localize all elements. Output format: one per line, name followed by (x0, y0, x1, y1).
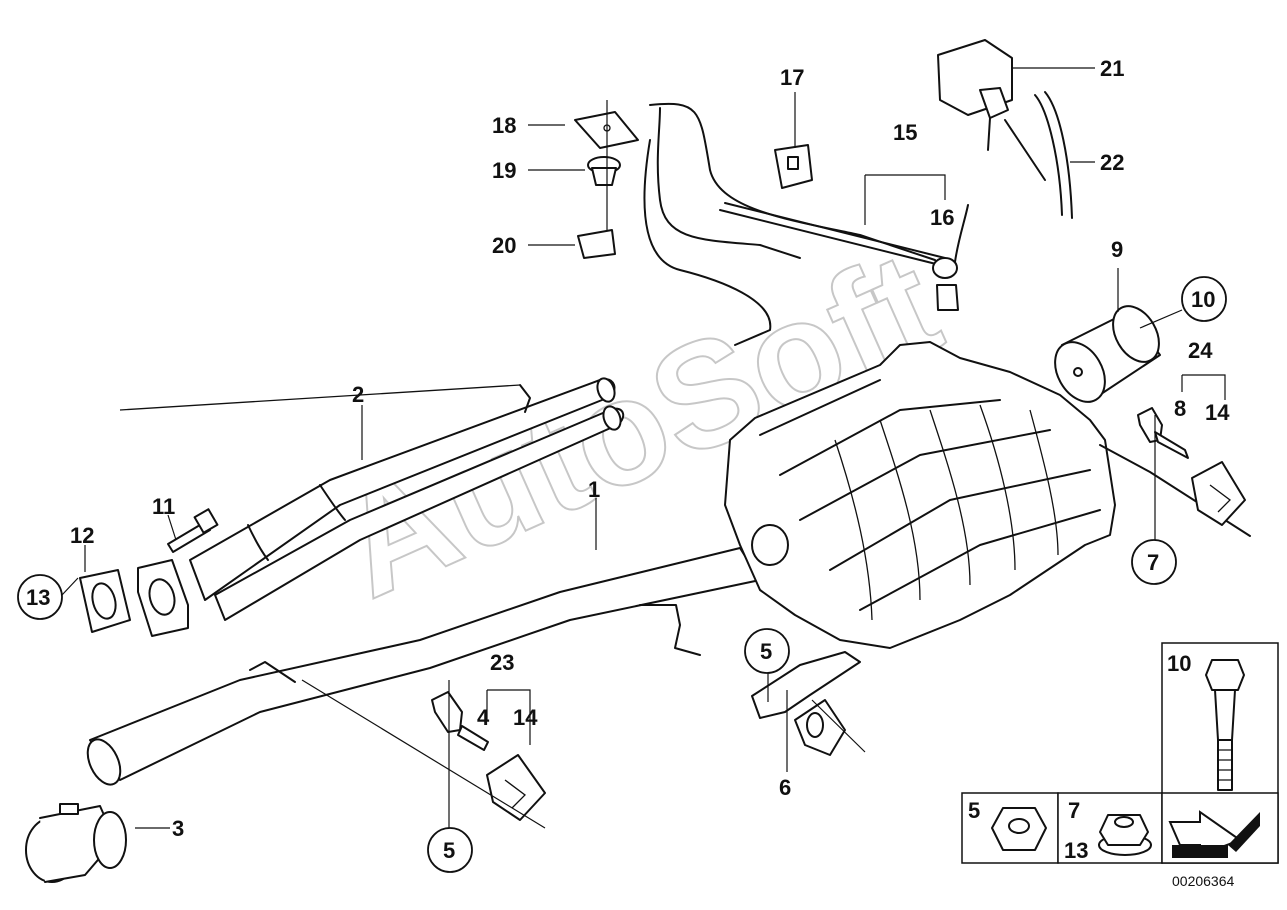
hex-bolt-icon (1205, 659, 1245, 791)
callout-14-lower: 14 (513, 705, 538, 730)
gasket-part-12[interactable] (79, 569, 131, 633)
legend-bolt-label: 10 (1167, 651, 1191, 676)
pipe-flange (137, 559, 189, 637)
rear-pipe-part-1[interactable] (81, 547, 761, 790)
callout-17: 17 (780, 65, 804, 90)
callout-20: 20 (492, 233, 516, 258)
callout-13: 13 (26, 585, 50, 610)
legend: 10 5 7 13 (961, 642, 1279, 864)
bracket-part-8[interactable] (1137, 407, 1189, 459)
direction-arrow-icon (1168, 810, 1260, 858)
callout-2: 2 (352, 382, 364, 407)
callouts: 2 1 11 12 13 3 23 4 14 5 5 6 9 10 24 8 1… (17, 56, 1230, 873)
hanger-part-6[interactable] (751, 651, 861, 756)
diagram-id: 00206364 (1172, 873, 1235, 889)
hex-nut-icon (991, 807, 1047, 851)
callout-18: 18 (492, 113, 516, 138)
hose-part-22[interactable] (1004, 91, 1073, 219)
clip-part-17[interactable] (774, 144, 813, 189)
clip-part-20[interactable] (577, 229, 616, 259)
callout-4: 4 (477, 705, 490, 730)
callout-5-upper-circle (744, 628, 790, 674)
leader-lines (61, 67, 1226, 835)
callout-23: 23 (490, 650, 514, 675)
callout-24: 24 (1188, 338, 1213, 363)
rear-muffler (724, 341, 1251, 649)
legend-flange-nut-label-top: 7 (1068, 798, 1080, 823)
callout-22: 22 (1100, 150, 1124, 175)
callout-5-upper: 5 (760, 639, 772, 664)
rubber-mount-part-9[interactable] (1045, 298, 1168, 411)
callout-14-upper: 14 (1205, 400, 1230, 425)
callout-10-circle (1181, 276, 1227, 322)
grommet-part-19[interactable] (587, 156, 621, 186)
callout-11: 11 (152, 494, 175, 519)
callout-19: 19 (492, 158, 516, 183)
callout-9: 9 (1111, 237, 1123, 262)
bracket-part-4[interactable] (431, 691, 489, 751)
callout-5-lower-circle (427, 827, 473, 873)
vent-line-part-15[interactable] (719, 202, 946, 266)
callout-13-circle (17, 574, 63, 620)
callout-12: 12 (70, 523, 94, 548)
callout-15: 15 (893, 120, 917, 145)
callout-5-lower: 5 (443, 838, 455, 863)
legend-flange-nut-label-bottom: 13 (1064, 838, 1088, 863)
callout-16: 16 (930, 205, 954, 230)
rubber-hanger-part-14-lower[interactable] (486, 754, 546, 821)
valve-part-21[interactable] (937, 39, 1013, 151)
clamp-part-3[interactable] (25, 803, 127, 883)
rubber-hanger-part-14-upper[interactable] (1191, 461, 1246, 526)
callout-8: 8 (1174, 396, 1186, 421)
callout-7: 7 (1147, 550, 1159, 575)
front-pipe-part-2[interactable] (119, 376, 625, 621)
grommet-part-16[interactable] (932, 204, 969, 311)
legend-nut-label: 5 (968, 798, 980, 823)
callout-10: 10 (1191, 287, 1215, 312)
flange-nut-icon (1098, 814, 1152, 856)
callout-21: 21 (1100, 56, 1124, 81)
callout-6: 6 (779, 775, 791, 800)
callout-1: 1 (588, 477, 600, 502)
callout-7-circle (1131, 539, 1177, 585)
callout-3: 3 (172, 816, 184, 841)
bolt-part-11[interactable] (167, 508, 219, 553)
